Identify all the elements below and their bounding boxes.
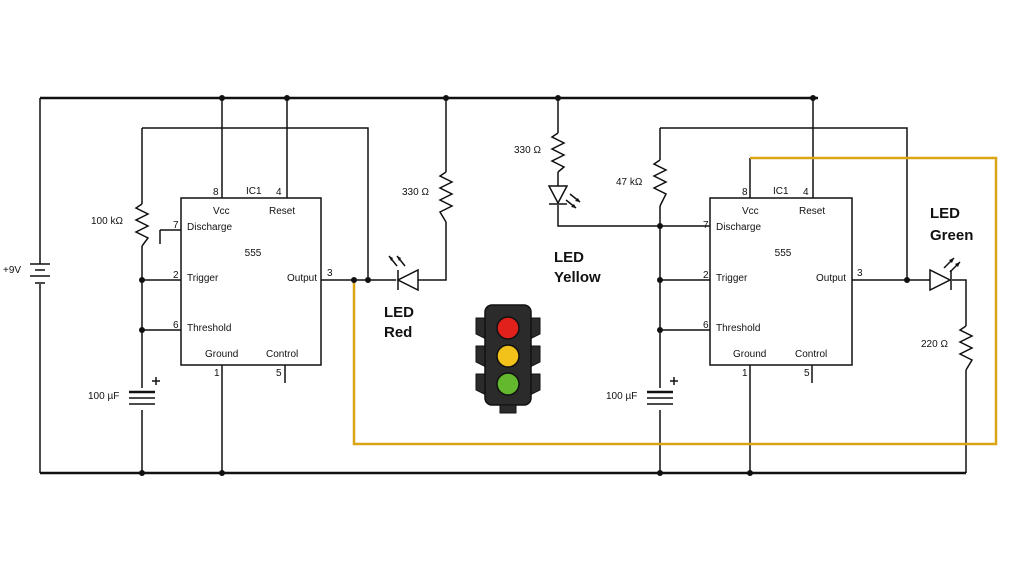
led-red-label-2: Red [384,324,412,341]
traffic-light-green [496,372,520,396]
ic-left-pin4-num: 4 [276,187,282,198]
ic-left-pin-control: Control [266,349,298,360]
ic-right-pin5-num: 5 [804,368,810,379]
ic-left-pin6-num: 6 [173,320,179,331]
ic-right-pin-vcc: Vcc [742,206,759,217]
ic-right-pin4-num: 4 [803,187,809,198]
ic-left-chip: 555 [245,248,262,259]
ic-left: 555 IC1 8 Vcc 4 Reset 7 Discharge 2 Trig… [173,186,333,379]
ic-left-name: IC1 [246,186,262,197]
resistor-red: 330 Ω [402,171,454,223]
ic-left-pin2-num: 2 [173,270,179,281]
ic-left-pin-threshold: Threshold [187,323,231,334]
ic-left-timing-wires [141,127,369,473]
capacitor-left-label: 100 µF [88,391,119,402]
ic-left-pin7-num: 7 [173,220,179,231]
ic-right: 555 IC1 8 Vcc 4 Reset 7 Discharge 2 Trig… [703,186,863,379]
ic-left-pin-wires [142,229,181,331]
resistor-green-label: 220 Ω [921,339,948,350]
traffic-light-yellow [496,344,520,368]
highlighted-wire [352,156,998,446]
led-red: LED Red [384,255,419,341]
ic-right-chip: 555 [775,248,792,259]
ic-left-pin-trigger: Trigger [187,273,219,284]
ic-right-pin-reset: Reset [799,206,825,217]
ic-right-name: IC1 [773,186,789,197]
ic-right-supply-wires [749,98,814,198]
junction-dots [139,95,910,476]
ic-right-timing-wires [659,127,908,473]
wires [39,95,998,476]
red-led-wires [321,98,447,281]
ic-right-pin3-num: 3 [857,268,863,279]
ic-left-body [180,197,322,366]
led-yellow-label-1: LED [554,249,584,266]
ic-right-pin-discharge: Discharge [716,222,761,233]
ic-right-pin1-num: 1 [742,368,748,379]
led-yellow: LED Yellow [547,185,601,286]
ic-left-pin8-num: 8 [213,187,219,198]
led-green-label-1: LED [930,205,960,222]
resistor-yellow: 330 Ω [514,132,566,173]
capacitor-right: 100 µF [606,377,678,405]
resistor-100k-label: 100 kΩ [91,216,123,227]
ic-right-pin2-num: 2 [703,270,709,281]
led-green: LED Green [929,205,973,292]
ic-right-pin-wires [660,279,710,331]
ic-right-pin-output: Output [816,273,846,284]
ic-left-pin3-num: 3 [327,268,333,279]
resistor-47k: 47 kΩ [616,159,668,207]
ic-left-pin-discharge: Discharge [187,222,232,233]
green-led-wires [852,279,967,473]
ic-left-supply-wires [221,98,288,198]
ic-right-pin8-num: 8 [742,187,748,198]
ic-left-pin5-num: 5 [276,368,282,379]
ic-left-pin-reset: Reset [269,206,295,217]
resistor-100k: 100 kΩ [91,203,150,247]
led-yellow-label-2: Yellow [554,269,601,286]
resistor-red-label: 330 Ω [402,187,429,198]
ic-right-pin-control: Control [795,349,827,360]
ic-right-pin6-num: 6 [703,320,709,331]
ic-left-bottom-wires [221,365,286,473]
led-green-label-2: Green [930,227,973,244]
ic-left-pin-vcc: Vcc [213,206,230,217]
ic-left-pin1-num: 1 [214,368,220,379]
traffic-light-red [496,316,520,340]
capacitor-right-label: 100 µF [606,391,637,402]
traffic-light-icon [475,304,541,414]
supply-label: +9V [3,265,21,276]
ic-right-pin-ground: Ground [733,349,766,360]
ic-left-pin-ground: Ground [205,349,238,360]
ic-right-pin-threshold: Threshold [716,323,760,334]
resistor-47k-label: 47 kΩ [616,177,643,188]
ic-right-bottom-wires [749,365,813,473]
yellow-led-wires [557,98,710,227]
ic-left-pin-output: Output [287,273,317,284]
led-red-label-1: LED [384,304,414,321]
capacitor-left: 100 µF [88,377,160,405]
resistor-yellow-label: 330 Ω [514,145,541,156]
resistor-green: 220 Ω [921,325,974,371]
ic-right-pin7-num: 7 [703,220,709,231]
battery: +9V [3,263,50,284]
ic-right-pin-trigger: Trigger [716,273,748,284]
ic-right-body [709,197,853,366]
